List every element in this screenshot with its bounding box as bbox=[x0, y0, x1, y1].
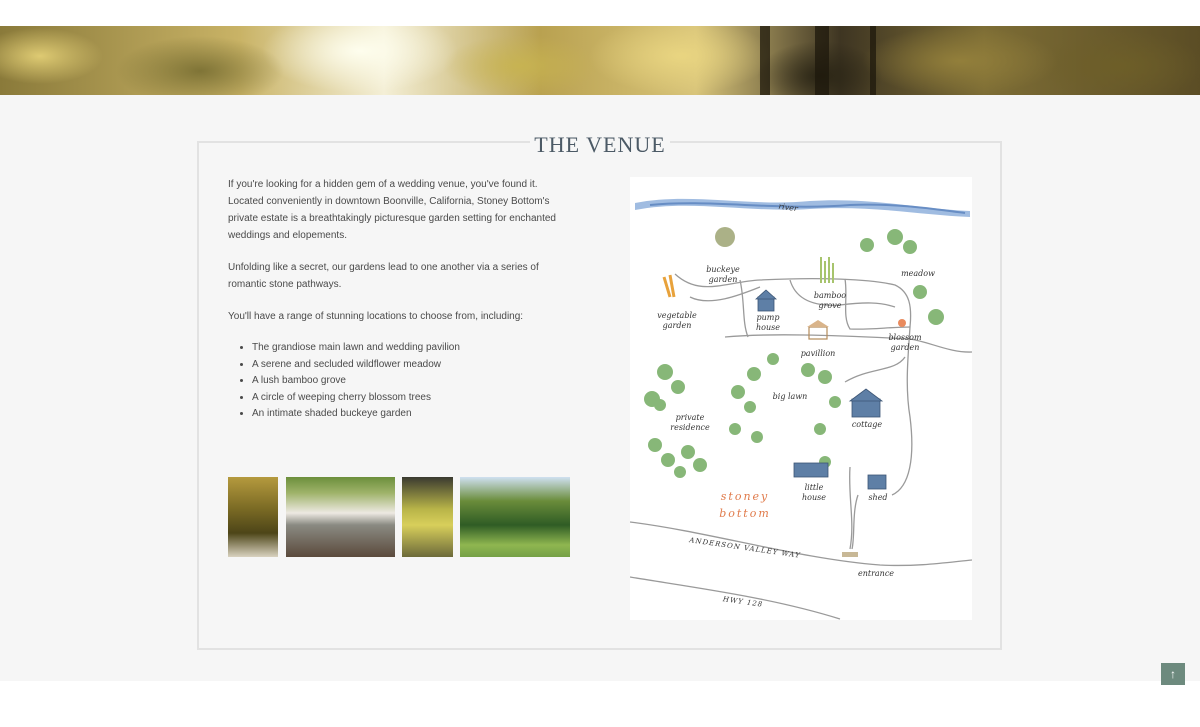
map-label-bottom: bottom bbox=[719, 507, 771, 520]
map-label-big-lawn: big lawn bbox=[772, 392, 808, 401]
tree-trunk bbox=[815, 26, 829, 95]
gallery-photo-table[interactable] bbox=[286, 477, 395, 557]
map-label-vegetable: vegetable garden bbox=[657, 311, 697, 330]
map-label-blossom: blossom garden bbox=[888, 333, 922, 352]
map-drawing bbox=[630, 198, 972, 620]
gallery-photo-lawn[interactable] bbox=[460, 477, 570, 557]
venue-title: THE VENUE bbox=[530, 130, 670, 160]
list-item: A serene and secluded wildflower meadow bbox=[252, 357, 568, 374]
pathways-paragraph: Unfolding like a secret, our gardens lea… bbox=[228, 262, 539, 290]
intro-paragraph: If you're looking for a hidden gem of a … bbox=[228, 179, 556, 241]
map-label-entrance: entrance bbox=[857, 569, 895, 578]
map-label-shed: shed bbox=[868, 493, 888, 502]
map-label-pavillion: pavillion bbox=[800, 349, 836, 358]
map-label-meadow: meadow bbox=[901, 269, 935, 278]
gallery-photo-garden[interactable] bbox=[228, 477, 278, 557]
list-item: A circle of weeping cherry blossom trees bbox=[252, 390, 568, 407]
hero-banner-image bbox=[0, 26, 1200, 95]
map-label-bamboo: bamboo grove bbox=[813, 291, 847, 310]
venue-map: river buckeye garden vegetable garden pu… bbox=[630, 177, 972, 620]
locations-list: The grandiose main lawn and wedding pavi… bbox=[228, 340, 568, 423]
tree-trunk bbox=[760, 26, 770, 95]
back-to-top-button[interactable]: ↑ bbox=[1161, 663, 1185, 685]
map-label-stoney: stoney bbox=[720, 490, 770, 503]
list-item: A lush bamboo grove bbox=[252, 373, 568, 390]
map-label-private: private residence bbox=[670, 413, 710, 432]
arrow-up-icon: ↑ bbox=[1170, 667, 1176, 681]
map-label-little-house: little house bbox=[802, 483, 826, 502]
list-item: The grandiose main lawn and wedding pavi… bbox=[252, 340, 568, 357]
tree-trunk bbox=[870, 26, 876, 95]
map-label-buckeye: buckeye garden bbox=[706, 265, 740, 284]
venue-description: If you're looking for a hidden gem of a … bbox=[228, 176, 568, 423]
locations-intro: You'll have a range of stunning location… bbox=[228, 311, 524, 322]
list-item: An intimate shaded buckeye garden bbox=[252, 406, 568, 423]
map-label-pump: pump house bbox=[756, 313, 780, 332]
map-label-cottage: cottage bbox=[851, 420, 883, 429]
gallery-photo-food[interactable] bbox=[402, 477, 453, 557]
